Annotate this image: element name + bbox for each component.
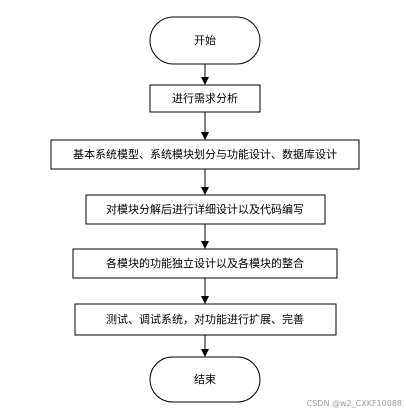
process-step-4: 各模块的功能独立设计以及各模块的整合 [72,248,338,279]
process-step-1: 进行需求分析 [149,84,261,113]
process-step-3: 对模块分解后进行详细设计以及代码编写 [85,194,326,225]
step-5-label: 测试、调试系统，对功能进行扩展、完善 [106,312,304,326]
step-1-label: 进行需求分析 [172,91,238,105]
step-2-label: 基本系统模型、系统模块划分与功能设计、数据库设计 [73,147,337,161]
step-4-label: 各模块的功能独立设计以及各模块的整合 [106,256,304,270]
watermark-text: CSDN @w2_CXKF10088 [306,399,402,408]
start-node: 开始 [149,16,261,65]
end-label: 结束 [194,373,216,386]
step-3-label: 对模块分解后进行详细设计以及代码编写 [106,202,304,216]
end-node: 结束 [149,356,261,403]
start-label: 开始 [194,33,216,47]
process-step-5: 测试、调试系统，对功能进行扩展、完善 [74,303,337,336]
process-step-2: 基本系统模型、系统模块划分与功能设计、数据库设计 [50,139,360,170]
